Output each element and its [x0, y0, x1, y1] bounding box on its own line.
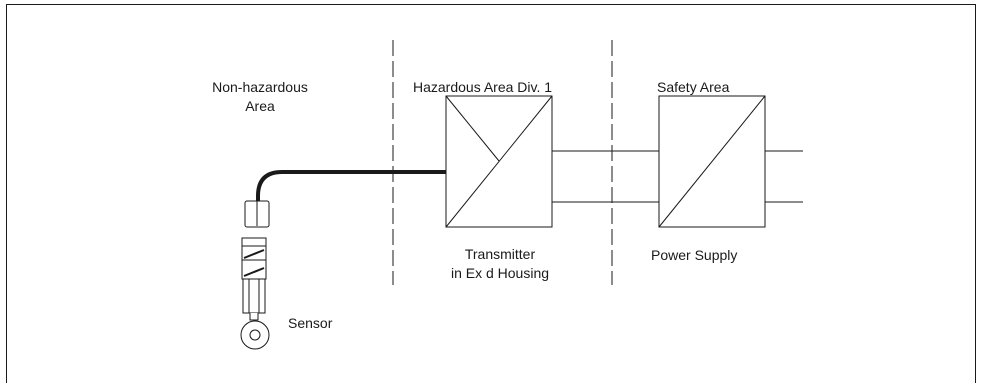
- power-supply-box: [658, 95, 766, 228]
- transmitter-label: Transmitter in Ex d Housing: [425, 245, 575, 283]
- sensor-cable: [256, 170, 446, 203]
- sensor: [240, 200, 270, 350]
- zone-label-non-hazardous-line1: Non-hazardous: [212, 79, 308, 95]
- sensor-label: Sensor: [288, 315, 333, 331]
- power-supply-label: Power Supply: [651, 247, 738, 263]
- zone-label-hazardous: Hazardous Area Div. 1: [413, 79, 553, 95]
- sensor-ring-inner: [249, 329, 261, 341]
- transmitter-label-line2: in Ex d Housing: [450, 265, 550, 281]
- zone-label-non-hazardous-line2: Area: [245, 98, 275, 114]
- transmitter-box: [445, 95, 553, 228]
- zone-label-non-hazardous: Non-hazardous Area: [200, 78, 320, 116]
- transmitter-label-line1: Transmitter: [464, 246, 536, 262]
- zone-label-safety: Safety Area: [657, 79, 730, 95]
- sensor-nut: [242, 278, 266, 314]
- sensor-neck: [249, 313, 259, 321]
- diagram-frame: [6, 4, 976, 383]
